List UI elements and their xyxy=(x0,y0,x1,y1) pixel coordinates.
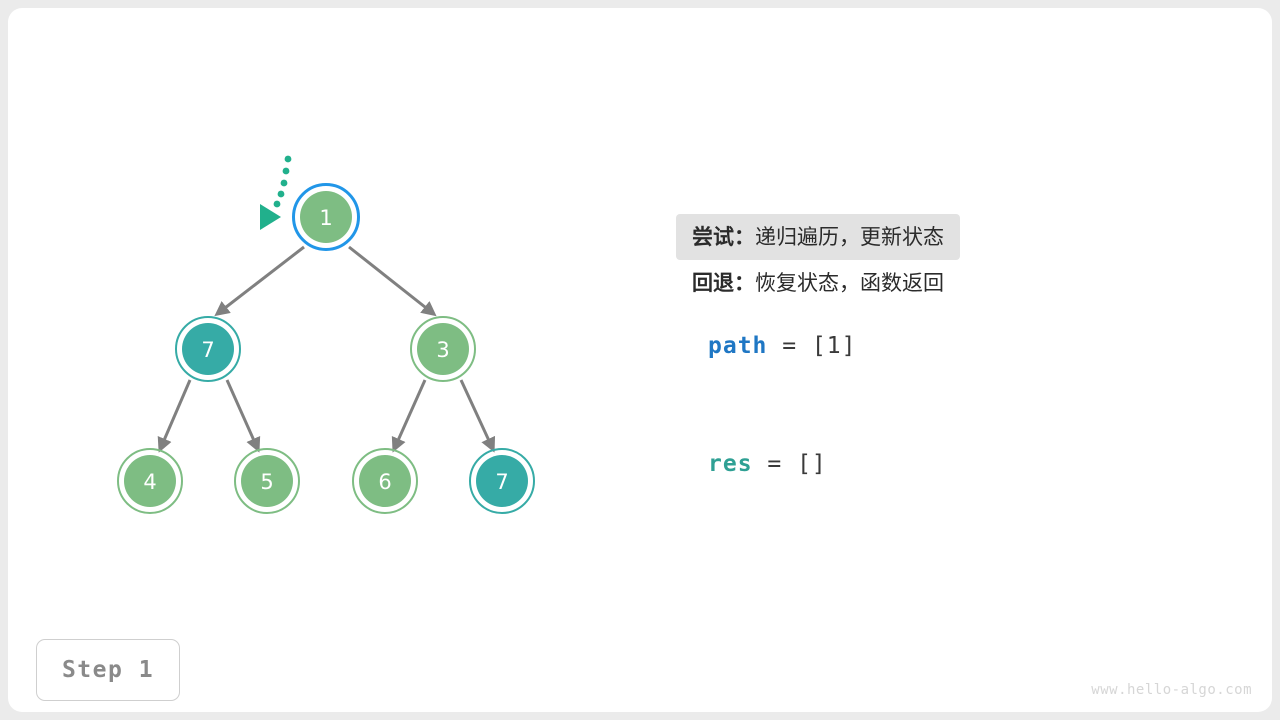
edge-7l-to-4 xyxy=(157,379,192,453)
node-1-label: 1 xyxy=(319,206,332,230)
node-7l-label: 7 xyxy=(201,338,214,362)
node-5-ring xyxy=(234,448,300,514)
try-text: 递归遍历，更新状态 xyxy=(755,225,944,249)
path-state: path = [1] xyxy=(708,333,856,359)
node-3-ring xyxy=(410,316,476,382)
node-1-highlight-ring xyxy=(292,183,360,251)
tree-node-3[interactable]: 3 xyxy=(410,316,476,382)
node-6-label: 6 xyxy=(378,470,391,494)
edge-1-to-7l xyxy=(214,245,305,317)
tree-node-5[interactable]: 5 xyxy=(234,448,300,514)
node-7l-ring xyxy=(175,316,241,382)
tree-node-4[interactable]: 4 xyxy=(117,448,183,514)
node-7r-circle xyxy=(476,455,528,507)
res-variable-name: res xyxy=(708,451,753,477)
pointer-arrowhead xyxy=(260,204,281,230)
try-line: 尝试：递归遍历，更新状态 xyxy=(676,214,960,260)
node-3-circle xyxy=(417,323,469,375)
res-value: = [] xyxy=(752,451,827,477)
res-state: res = [] xyxy=(708,451,827,477)
edge-3-to-7r xyxy=(459,379,496,453)
explanation-panel: 尝试：递归遍历，更新状态 回退：恢复状态，函数返回 xyxy=(676,214,1232,306)
node-4-circle xyxy=(124,455,176,507)
try-label: 尝试： xyxy=(692,225,755,249)
edge-1-to-3 xyxy=(348,245,437,317)
node-7l-circle xyxy=(182,323,234,375)
tree-node-7-left[interactable]: 7 xyxy=(175,316,241,382)
node-1-circle xyxy=(300,191,352,243)
slide-canvas: 1 7 3 4 xyxy=(8,8,1272,712)
path-variable-name: path xyxy=(708,333,768,359)
step-label: Step 1 xyxy=(61,657,155,683)
path-value: = [1] xyxy=(767,333,857,359)
tree-svg: 1 7 3 4 xyxy=(117,155,535,514)
tree-edges xyxy=(157,245,496,453)
edge-7l-to-5 xyxy=(225,379,261,453)
binary-tree-diagram: 1 7 3 4 xyxy=(8,8,668,712)
backtrack-text: 恢复状态，函数返回 xyxy=(755,271,944,295)
step-badge: Step 1 xyxy=(36,639,180,701)
node-3-label: 3 xyxy=(436,338,449,362)
node-4-ring xyxy=(117,448,183,514)
backtrack-label: 回退： xyxy=(692,271,755,295)
node-5-label: 5 xyxy=(260,470,273,494)
node-7r-ring xyxy=(469,448,535,514)
node-5-circle xyxy=(241,455,293,507)
watermark: www.hello-algo.com xyxy=(1091,682,1252,698)
node-7r-label: 7 xyxy=(495,470,508,494)
pointer-dotted-trail xyxy=(273,155,292,208)
tree-nodes: 1 7 3 4 xyxy=(117,183,535,514)
recursion-pointer xyxy=(260,155,292,230)
tree-node-1[interactable]: 1 xyxy=(292,183,360,251)
node-4-label: 4 xyxy=(143,470,156,494)
backtrack-line: 回退：恢复状态，函数返回 xyxy=(692,260,1232,306)
node-6-ring xyxy=(352,448,418,514)
node-6-circle xyxy=(359,455,411,507)
edge-3-to-6 xyxy=(391,379,427,453)
tree-node-6[interactable]: 6 xyxy=(352,448,418,514)
tree-node-7-right[interactable]: 7 xyxy=(469,448,535,514)
